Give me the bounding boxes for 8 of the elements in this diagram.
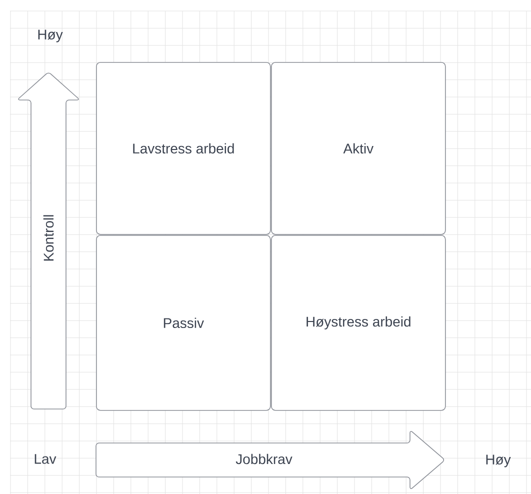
- node-label: Jobbkrav: [236, 454, 292, 464]
- axis-level-label: Høy: [38, 30, 63, 42]
- axis-level-label: Høy: [486, 454, 511, 468]
- quadrant-box: Passiv: [96, 234, 271, 411]
- quadrant-box: Lavstress arbeid: [96, 62, 271, 235]
- axis-level-label: Lav: [34, 454, 56, 464]
- quadrant-box: Aktiv: [271, 62, 446, 235]
- quadrant-box: Høystress arbeid: [271, 234, 446, 411]
